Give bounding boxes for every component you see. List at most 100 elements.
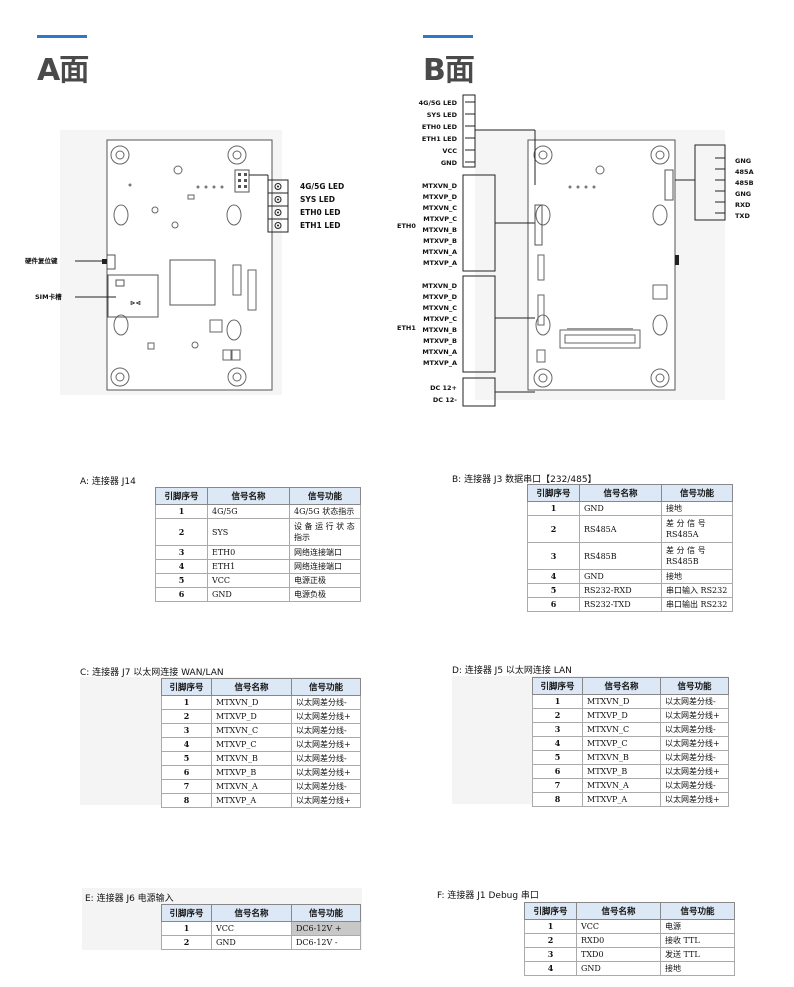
signal-function-cell: 串口输入 RS232	[661, 583, 733, 598]
b-eth1-pin-labels: MTXVN_D MTXVP_D MTXVN_C MTXVP_C MTXVN_B …	[397, 282, 458, 367]
svg-text:MTXVN_A: MTXVN_A	[422, 248, 457, 256]
pin-number-cell: 1	[161, 695, 212, 710]
signal-name-cell: SYS	[207, 518, 290, 546]
svg-text:GNG: GNG	[735, 157, 751, 165]
signal-name-cell: MTXVN_D	[582, 694, 661, 709]
svg-text:SYS LED: SYS LED	[427, 111, 458, 119]
face-a-title: A面	[37, 53, 89, 88]
pin-number-cell: 1	[155, 504, 208, 519]
svg-text:⊳⊲: ⊳⊲	[130, 299, 141, 307]
caption-table-c: C: 连接器 J7 以太网连接 WAN/LAN	[80, 668, 224, 678]
signal-name-cell: MTXVP_D	[582, 708, 661, 723]
signal-function-cell: 设 备 运 行 状 态 指示	[289, 518, 361, 546]
pin-number-cell: 6	[527, 597, 580, 612]
svg-text:MTXVP_A: MTXVP_A	[423, 259, 457, 267]
signal-name-cell: RS232-RXD	[579, 583, 662, 598]
signal-function-cell: 电源正极	[289, 573, 361, 588]
pin-number-cell: 6	[161, 765, 212, 780]
signal-function-cell: 以太网差分线+	[660, 764, 729, 779]
caption-table-b: B: 连接器 J3 数据串口【232/485】	[452, 475, 597, 485]
pin-number-cell: 5	[527, 583, 580, 598]
pin-number-cell: 5	[532, 750, 583, 765]
pin-number-cell: 5	[155, 573, 208, 588]
signal-name-cell: TXD0	[576, 947, 661, 962]
signal-name-cell: GND	[211, 935, 292, 950]
signal-name-cell: MTXVP_D	[211, 709, 292, 724]
svg-text:TXD: TXD	[735, 212, 750, 220]
signal-name-cell: MTXVP_B	[582, 764, 661, 779]
svg-text:MTXVP_C: MTXVP_C	[423, 315, 457, 323]
signal-function-cell: 以太网差分线-	[291, 695, 361, 710]
pin-number-cell: 6	[155, 587, 208, 602]
signal-name-cell: ETH0	[207, 545, 290, 560]
signal-name-cell: MTXVN_B	[582, 750, 661, 765]
signal-name-cell: VCC	[207, 573, 290, 588]
signal-function-cell: 接地	[661, 501, 733, 516]
signal-function-cell: 网络连接端口	[289, 559, 361, 574]
board-a-diagram: ⊳⊲ 4G/5G LED SYS LED ETH0 LED ETH1 LED 硬…	[25, 130, 344, 395]
pin-number-cell: 3	[524, 947, 577, 962]
pin-number-cell: 1	[532, 694, 583, 709]
signal-function-cell: 4G/5G 状态指示	[289, 504, 361, 519]
signal-function-cell: 以太网差分线+	[291, 709, 361, 724]
signal-name-cell: VCC	[576, 919, 661, 934]
pin-number-cell: 3	[155, 545, 208, 560]
signal-name-cell: RS485B	[579, 542, 662, 570]
pin-number-cell: 3	[161, 723, 212, 738]
caption-table-d: D: 连接器 J5 以太网连接 LAN	[452, 666, 572, 676]
signal-function-cell: 以太网差分线+	[660, 792, 729, 807]
svg-text:MTXVN_B: MTXVN_B	[422, 326, 457, 334]
svg-text:ETH0 LED: ETH0 LED	[422, 123, 458, 131]
signal-function-cell: 以太网差分线+	[291, 737, 361, 752]
pin-number-cell: 3	[532, 722, 583, 737]
signal-name-cell: MTXVN_A	[582, 778, 661, 793]
signal-name-cell: GND	[207, 587, 290, 602]
svg-text:MTXVN_C: MTXVN_C	[423, 304, 458, 312]
signal-function-cell: 差 分 信 号 RS485B	[661, 542, 733, 570]
signal-function-cell: 接地	[660, 961, 735, 976]
signal-name-cell: GND	[579, 569, 662, 584]
signal-function-cell: 以太网差分线-	[660, 750, 729, 765]
signal-function-cell: DC6-12V +	[291, 921, 361, 936]
signal-name-cell: RS485A	[579, 515, 662, 543]
signal-function-cell: 以太网差分线-	[291, 723, 361, 738]
signal-name-cell: MTXVP_A	[211, 793, 292, 808]
pin-number-cell: 8	[161, 793, 212, 808]
signal-function-cell: 以太网差分线+	[291, 765, 361, 780]
svg-text:MTXVN_D: MTXVN_D	[422, 282, 458, 290]
svg-text:ETH1: ETH1	[397, 324, 416, 332]
pin-number-cell: 2	[527, 515, 580, 543]
signal-function-cell: 以太网差分线+	[660, 736, 729, 751]
signal-function-cell: 以太网差分线-	[291, 751, 361, 766]
